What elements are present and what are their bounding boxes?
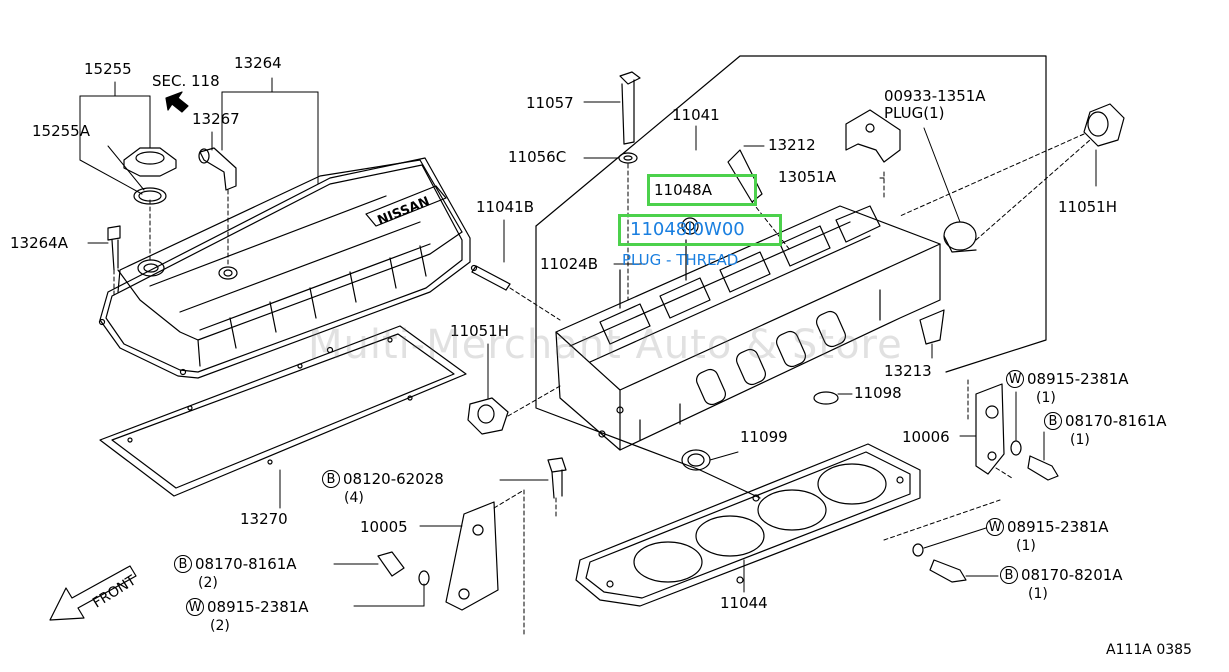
thread-plug — [682, 218, 698, 234]
front-bracket — [446, 502, 498, 610]
washer-prefix-badge: W — [186, 598, 204, 616]
front-bracket-hardware — [378, 552, 429, 585]
bolt-prefix-badge: B — [1000, 566, 1018, 584]
bolt-prefix-badge: B — [1044, 412, 1062, 430]
label-13267: 13267 — [192, 110, 240, 128]
cylinder-head — [556, 206, 940, 450]
label-15255: 15255 — [84, 60, 132, 78]
rear-bracket — [976, 384, 1004, 474]
label-15255a: 15255A — [32, 122, 90, 140]
label-11098: 11098 — [854, 384, 902, 402]
lower-right-hardware — [913, 544, 966, 582]
label-10006: 10006 — [902, 428, 950, 446]
label-13270: 13270 — [240, 510, 288, 528]
label-13264a: 13264A — [10, 234, 68, 252]
breather-tube — [199, 148, 236, 190]
lift-bracket — [846, 110, 900, 162]
section-arrow — [166, 92, 188, 112]
label-11099: 11099 — [740, 428, 788, 446]
head-bolt — [619, 72, 640, 163]
label-11041: 11041 — [672, 106, 720, 124]
label-11048a: 11048A — [654, 181, 712, 199]
cover-gasket — [100, 326, 466, 496]
qty-08170-r1: (1) — [1070, 432, 1090, 448]
valve-cover: NISSAN — [100, 158, 477, 378]
highlight-box-part[interactable] — [618, 214, 782, 246]
cup-plug — [944, 222, 976, 252]
label-11051h-right: 11051H — [1058, 198, 1117, 216]
label-11024b: 11024B — [540, 255, 599, 273]
qty-08915-left: (2) — [210, 618, 230, 634]
cover-bolt — [108, 226, 120, 270]
head-bolt-short — [548, 458, 566, 498]
qty-08120: (4) — [344, 490, 364, 506]
label-11057: 11057 — [526, 94, 574, 112]
label-plug-qty: PLUG(1) — [884, 104, 945, 122]
highlight-box-11048a[interactable] — [647, 174, 757, 206]
cam-seal-left — [468, 398, 508, 434]
qty-08915-r1: (1) — [1036, 390, 1056, 406]
leader-lines — [80, 78, 1096, 636]
rear-bracket-hardware — [1011, 441, 1058, 480]
label-13264: 13264 — [234, 54, 282, 72]
qty-08915-r2: (1) — [1016, 538, 1036, 554]
oil-filler-cap — [124, 148, 176, 204]
label-13213: 13213 — [884, 362, 932, 380]
label-11056c: 11056C — [508, 148, 567, 166]
washer-prefix-badge: W — [986, 518, 1004, 536]
stud — [472, 266, 510, 290]
front-arrow — [50, 566, 136, 620]
label-11041b: 11041B — [476, 198, 535, 216]
highlight-description: PLUG - THREAD — [622, 251, 739, 269]
label-11051h-left: 11051H — [450, 322, 509, 340]
dowel-pin — [728, 150, 762, 202]
subassembly-frame — [536, 56, 1046, 498]
label-13051a: 13051A — [778, 168, 836, 186]
label-11044: 11044 — [720, 594, 768, 612]
label-13212: 13212 — [768, 136, 816, 154]
label-10005: 10005 — [360, 518, 408, 536]
bolt-prefix-badge: B — [322, 470, 340, 488]
diagram-code: A111A 0385 — [1106, 642, 1192, 658]
washer-prefix-badge: W — [1006, 370, 1024, 388]
watermark-text: Multi-Merchant Auto & Store — [308, 322, 903, 368]
cam-seal-right — [1084, 104, 1124, 146]
qty-08170-r2: (1) — [1028, 586, 1048, 602]
locating-pin — [920, 310, 944, 344]
highlight-part-number[interactable]: 11048I0W00 — [630, 219, 745, 240]
label-00933-1351a: 00933-1351A — [884, 87, 986, 105]
bolt-prefix-badge: B — [174, 555, 192, 573]
head-gasket — [576, 444, 920, 606]
label-sec-118: SEC. 118 — [152, 72, 220, 90]
qty-08170-left: (2) — [198, 575, 218, 591]
